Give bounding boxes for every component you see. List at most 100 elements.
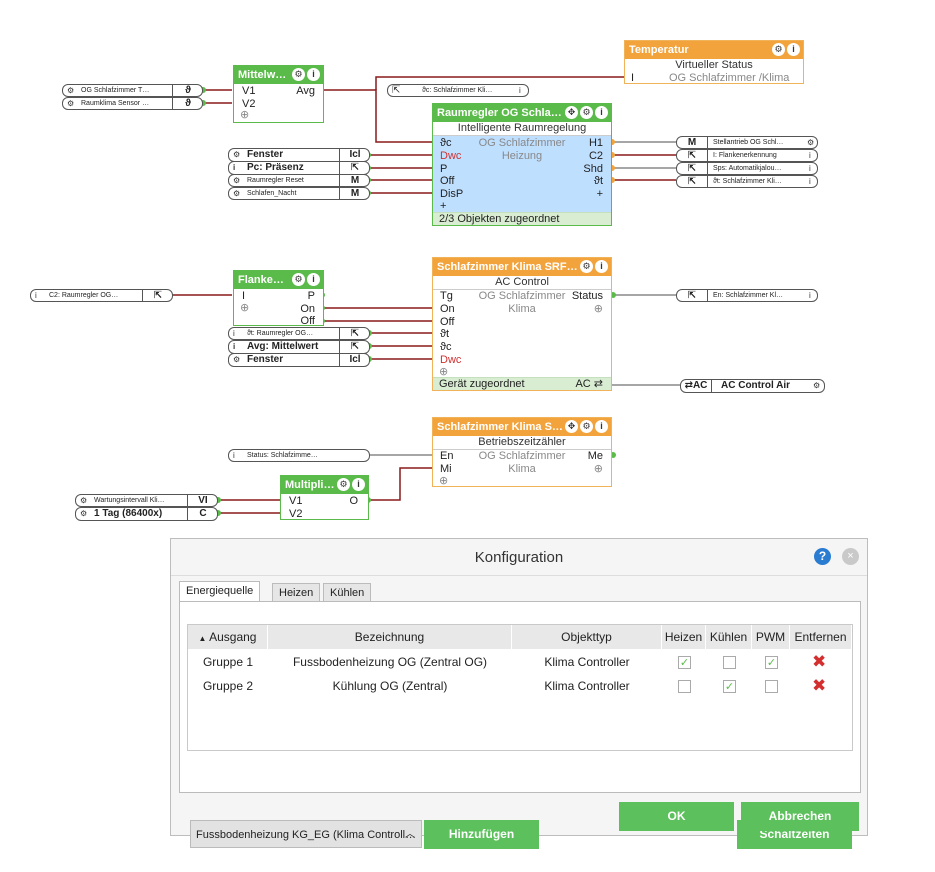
tab-kuehlen[interactable]: Kühlen (323, 583, 372, 601)
info-icon[interactable]: i (233, 342, 236, 351)
gear-icon[interactable]: ⚙ (580, 420, 593, 433)
input-v1[interactable]: V1 (289, 495, 303, 507)
info-icon[interactable]: i (595, 420, 608, 433)
tag-stellantrieb[interactable]: M Stellantrieb OG Schl… ⚙ (676, 136, 818, 149)
gear-icon[interactable]: ⚙ (67, 86, 75, 95)
info-icon[interactable]: i (307, 273, 320, 286)
gear-icon[interactable]: ⚙ (233, 150, 241, 159)
block-header[interactable]: Flanke… ⚙i (234, 271, 323, 289)
gear-icon[interactable]: ⚙ (233, 176, 241, 185)
output-dt[interactable]: ϑt (593, 175, 603, 187)
column-header-pwm[interactable]: PWM (752, 625, 790, 649)
column-header-ausgang[interactable]: ▲ Ausgang (188, 625, 268, 649)
tag-schlafen-nacht[interactable]: ⚙ Schlafen_Nacht M (228, 187, 370, 200)
tag-avg-mittelwert[interactable]: i Avg: Mittelwert ⇱ (228, 340, 370, 354)
add-output-icon[interactable]: ⊕ (593, 303, 603, 315)
device-link[interactable]: AC ⇄ (575, 378, 603, 390)
output-h1[interactable]: H1 (588, 137, 603, 149)
output-off[interactable]: Off (300, 315, 315, 327)
info-icon[interactable]: i (35, 291, 37, 300)
output-p[interactable]: P (307, 290, 315, 302)
block-header[interactable]: Mittelw… ⚙i (234, 66, 323, 84)
info-icon[interactable]: i (233, 451, 235, 460)
add-button[interactable]: Hinzufügen (424, 820, 539, 849)
info-icon[interactable]: i (595, 106, 608, 119)
info-icon[interactable]: i (352, 478, 365, 491)
info-icon[interactable]: i (809, 291, 811, 300)
raumregler-block[interactable]: Raumregler OG Schla… ✥⚙i Intelligente Ra… (432, 103, 612, 226)
info-icon[interactable]: i (519, 86, 521, 95)
gear-icon[interactable]: ⚙ (67, 99, 75, 108)
info-icon[interactable]: i (809, 177, 811, 186)
tag-status-schlafzimmer[interactable]: i Status: Schlafzimme… (228, 449, 370, 462)
klima-srf-block[interactable]: Schlafzimmer Klima SRF… ⚙i AC Control Tg… (432, 257, 612, 391)
table-row[interactable]: Gruppe 1 Fussbodenheizung OG (Zentral OG… (188, 650, 852, 674)
input-on[interactable]: On (440, 303, 455, 315)
gear-icon[interactable]: ⚙ (80, 496, 88, 505)
kuehlen-checkbox[interactable]: ✓ (723, 680, 736, 693)
add-input-icon[interactable]: ⊕ (240, 109, 250, 121)
output-c2[interactable]: C2 (588, 150, 603, 162)
input-v2[interactable]: V2 (242, 98, 256, 110)
temperatur-block[interactable]: Temperatur ⚙i Virtueller Status I OG Sch… (624, 40, 804, 84)
output-status[interactable]: Status (571, 290, 603, 302)
input-dwc[interactable]: Dwc (440, 150, 462, 162)
gear-icon[interactable]: ⚙ (813, 381, 821, 390)
konfiguration-dialog[interactable]: Konfiguration ? × Energiequelle Heizen K… (170, 538, 868, 849)
block-header[interactable]: Multipli… ⚙i (281, 476, 368, 494)
tag-sps-automatik[interactable]: ⇱ Sps: Automatikjalou… i (676, 162, 818, 175)
block-header[interactable]: Temperatur ⚙i (625, 41, 803, 59)
gear-icon[interactable]: ⚙ (337, 478, 350, 491)
output-on[interactable]: On (300, 303, 315, 315)
block-header[interactable]: Raumregler OG Schla… ✥⚙i (433, 104, 611, 122)
info-icon[interactable]: i (595, 260, 608, 273)
add-input-icon[interactable]: ⊕ (240, 302, 250, 314)
column-header-objekttyp[interactable]: Objekttyp (512, 625, 662, 649)
info-icon[interactable]: i (787, 43, 800, 56)
add-output-icon[interactable]: ⊕ (593, 463, 603, 475)
gear-icon[interactable]: ⚙ (292, 68, 305, 81)
cancel-button[interactable]: Abbrechen (741, 802, 859, 831)
input-off[interactable]: Off (440, 175, 455, 187)
output-shd[interactable]: Shd (583, 163, 603, 175)
move-icon[interactable]: ✥ (565, 420, 578, 433)
info-icon[interactable]: i (809, 164, 811, 173)
output-me[interactable]: Me (587, 450, 603, 462)
tag-pc-praesenz[interactable]: i Pc: Präsenz ⇱ (228, 161, 370, 175)
tab-energiequelle[interactable]: Energiequelle (179, 581, 261, 601)
column-header-bezeichnung[interactable]: Bezeichnung (268, 625, 512, 649)
info-icon[interactable]: i (307, 68, 320, 81)
gear-icon[interactable]: ⚙ (233, 189, 241, 198)
info-icon[interactable]: i (233, 163, 236, 172)
input-off[interactable]: Off (440, 316, 455, 328)
table-row[interactable]: Gruppe 2 Kühlung OG (Zentral) Klima Cont… (188, 674, 852, 698)
input-dc[interactable]: ϑc (440, 341, 452, 353)
block-header[interactable]: Schlafzimmer Klima S… ✥⚙i (433, 418, 611, 436)
input-en[interactable]: En (440, 450, 454, 462)
column-header-kuehlen[interactable]: Kühlen (706, 625, 752, 649)
tag-flankenerkennung[interactable]: ⇱ I: Flankenerkennung i (676, 149, 818, 162)
input-dt[interactable]: ϑt (440, 328, 450, 340)
delete-icon[interactable]: ✖ (812, 652, 827, 671)
input-mi[interactable]: Mi (440, 463, 452, 475)
multipli-block[interactable]: Multipli… ⚙i V1 V2 O (280, 475, 369, 520)
column-header-entfernen[interactable]: Entfernen (790, 625, 852, 649)
info-icon[interactable]: i (809, 151, 811, 160)
input-v2[interactable]: V2 (289, 508, 303, 520)
input-v1[interactable]: V1 (242, 85, 256, 97)
input-dwc[interactable]: Dwc (440, 354, 462, 366)
heizen-checkbox[interactable]: ✓ (678, 656, 691, 669)
input-i[interactable]: I (631, 72, 635, 84)
tag-raumregler-reset[interactable]: ⚙ Raumregler Reset M (228, 174, 370, 187)
tab-heizen[interactable]: Heizen (272, 583, 321, 601)
energy-source-select[interactable]: Fussbodenheizung KG_EG (Klima Controll… … (190, 820, 422, 848)
add-input-icon[interactable]: ⊕ (439, 366, 449, 378)
block-header[interactable]: Schlafzimmer Klima SRF… ⚙i (433, 258, 611, 276)
mittelwert-block[interactable]: Mittelw… ⚙i V1 V2 Avg ⊕ (233, 65, 324, 123)
output-add[interactable]: + (596, 188, 603, 200)
input-p[interactable]: P (440, 163, 448, 175)
move-icon[interactable]: ✥ (565, 106, 578, 119)
tag-ac-control-air[interactable]: ⇄AC AC Control Air ⚙ (680, 379, 825, 393)
output-avg[interactable]: Avg (296, 85, 315, 97)
add-input-icon[interactable]: ⊕ (439, 475, 449, 487)
